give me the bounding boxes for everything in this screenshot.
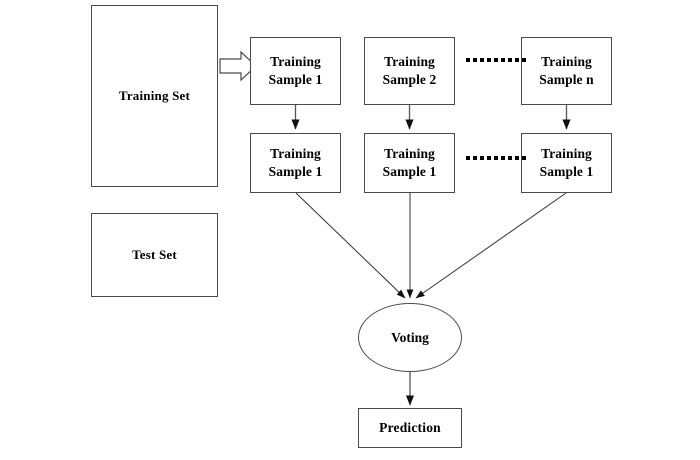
edge-bottomn-to-voting [415, 192, 567, 299]
training-sample-top-2-label: Training Sample 2 [382, 54, 437, 87]
ellipsis-dot [487, 156, 491, 160]
ellipsis-dot [501, 156, 505, 160]
test-set-label: Test Set [132, 247, 177, 263]
training-sample-bottom-2[interactable]: Training Sample 1 [364, 133, 455, 193]
ellipsis-dot [508, 156, 512, 160]
ellipsis-dot [466, 58, 470, 62]
training-sample-bottom-2-label: Training Sample 1 [382, 146, 437, 179]
ellipsis-top-row [466, 58, 526, 62]
test-set-box[interactable]: Test Set [91, 213, 218, 297]
edge-bottom1-to-voting [295, 192, 406, 299]
ellipsis-dot [515, 58, 519, 62]
ellipsis-bottom-row [466, 156, 526, 160]
ellipsis-dot [473, 156, 477, 160]
training-sample-bottom-1[interactable]: Training Sample 1 [250, 133, 341, 193]
training-set-label: Training Set [118, 88, 191, 104]
ellipsis-dot [508, 58, 512, 62]
prediction-label: Prediction [379, 420, 441, 436]
training-sample-top-1[interactable]: Training Sample 1 [250, 37, 341, 105]
ellipsis-dot [480, 58, 484, 62]
ellipsis-dot [522, 156, 526, 160]
voting-label: Voting [391, 329, 429, 345]
ellipsis-dot [515, 156, 519, 160]
voting-ellipse[interactable]: Voting [358, 303, 462, 372]
ellipsis-dot [473, 58, 477, 62]
ellipsis-dot [466, 156, 470, 160]
training-sample-bottom-n[interactable]: Training Sample 1 [521, 133, 612, 193]
ellipsis-dot [494, 58, 498, 62]
prediction-box[interactable]: Prediction [358, 408, 462, 448]
training-sample-bottom-n-label: Training Sample 1 [539, 146, 594, 179]
training-sample-top-2[interactable]: Training Sample 2 [364, 37, 455, 105]
ellipsis-dot [487, 58, 491, 62]
ellipsis-dot [480, 156, 484, 160]
training-sample-top-1-label: Training Sample 1 [268, 54, 323, 87]
training-set-box[interactable]: Training Set [91, 5, 218, 187]
ellipsis-dot [501, 58, 505, 62]
ellipsis-dot [522, 58, 526, 62]
ellipsis-dot [494, 156, 498, 160]
training-sample-bottom-1-label: Training Sample 1 [268, 146, 323, 179]
training-sample-top-n-label: Training Sample n [539, 54, 594, 87]
training-sample-top-n[interactable]: Training Sample n [521, 37, 612, 105]
